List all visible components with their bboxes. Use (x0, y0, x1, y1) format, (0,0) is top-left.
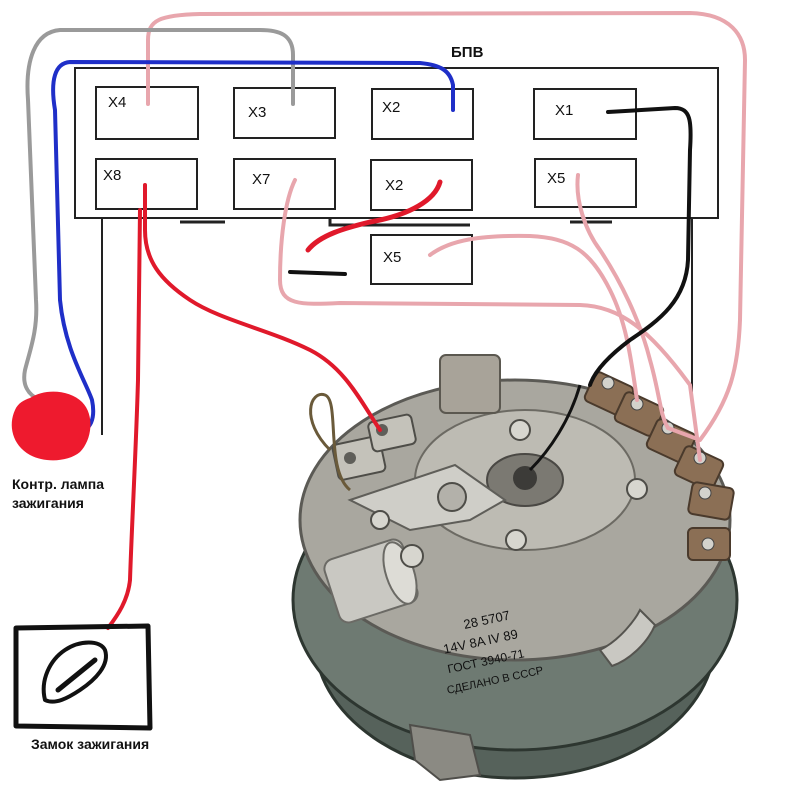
breaker-pivot (437, 482, 467, 512)
lock-key-stroke (55, 657, 98, 693)
condenser-wire (309, 393, 352, 492)
wire-pink-x5-lower (428, 233, 639, 402)
lamp-blob (11, 391, 91, 461)
ignition-lock-label: Замок зажигания (31, 736, 149, 752)
bpv-tabs (180, 218, 612, 227)
terminal-x2-top-label: X2 (382, 99, 400, 116)
wire-black-x1 (588, 106, 693, 387)
terminal-block-right (583, 371, 735, 561)
terminal-x3-box (233, 87, 336, 139)
ignition-lock (13, 623, 153, 731)
wire-red-x8-distributor (143, 183, 382, 432)
adjust-screw (626, 478, 648, 500)
terminal-x2-bottom-label: X2 (385, 177, 403, 194)
bpv-lower-frame (101, 218, 693, 435)
distributor-flange (408, 723, 482, 782)
terminal-x5-box (534, 158, 637, 208)
wire-gray-x3 (22, 28, 295, 402)
mount-slot (598, 608, 657, 668)
bpv-title: БПВ (451, 44, 484, 61)
lamp-label-line2: зажигания (12, 495, 84, 511)
lock-frame (13, 623, 153, 731)
control-lamp (11, 391, 91, 461)
rotor-wire (528, 384, 582, 472)
distributor: 28 5707 14V 8A IV 89 ГОСТ 3940-71 СДЕЛАН… (291, 354, 739, 782)
terminal-x4-label: X4 (108, 94, 126, 111)
wire-pink-x5 (575, 173, 670, 430)
wire-pink-x4 (146, 11, 747, 442)
wire-red-x2 (305, 179, 443, 253)
adjust-screw (400, 544, 424, 568)
breaker-arm (347, 463, 507, 532)
terminal-x7-box (233, 158, 336, 210)
terminal-x1-box (533, 88, 637, 140)
terminal-x3-label: X3 (248, 104, 266, 121)
wires (22, 11, 747, 630)
lamp-label-line1: Контр. лампа (12, 476, 104, 492)
distributor-shaft (513, 466, 537, 490)
wire-pink-x7 (278, 178, 702, 462)
terminal-x7-label: X7 (252, 171, 270, 188)
terminal-x5-label: X5 (547, 170, 565, 187)
adjust-screw (370, 510, 390, 530)
terminal-block-left (331, 413, 417, 481)
adjust-screw (509, 419, 531, 441)
terminal-x8-label: X8 (103, 167, 121, 184)
terminal-x5-lower-label: X5 (383, 249, 401, 266)
wire-blue-x2 (51, 60, 455, 432)
lock-key-outline (41, 640, 108, 704)
wire-black-stub (288, 270, 347, 276)
vacuum-block (439, 354, 501, 414)
terminal-x1-label: X1 (555, 102, 573, 119)
terminal-x2-top-box (371, 88, 474, 140)
wire-red-x8-lock (106, 208, 142, 630)
bpv-unit: БПВ X4 X3 X2 X1 X8 X7 X2 X5 X5 (74, 44, 719, 435)
adjust-screw (505, 529, 527, 551)
